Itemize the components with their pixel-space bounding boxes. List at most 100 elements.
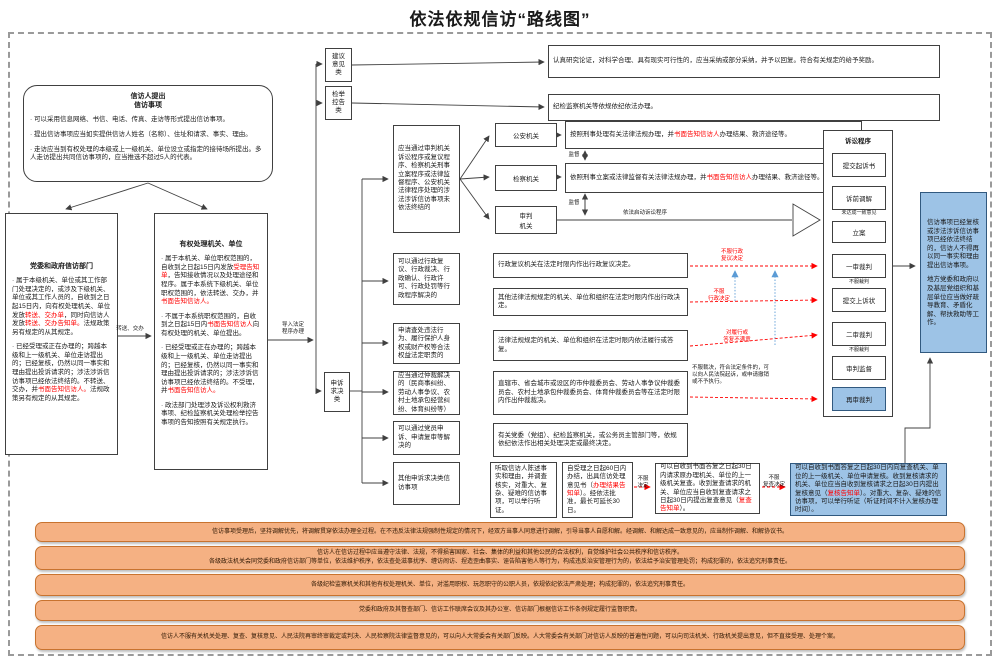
party-rule-1: · 属于本级机关、单位或其工作部门处理决定的，或涉及下级机关、单位或其工作人员的… [12, 277, 111, 337]
litigation-condition-box: 应当通过审判机关诉讼程序或复议程序、检察机关刑事立案程序或法律监督程序、公安机关… [393, 125, 460, 233]
authority-box: 有权处理机关、单位 · 属于本机关、单位职权范围的，自收到之日起15日内发放受理… [154, 213, 268, 470]
text-segment: · 已经受理或正在办理的；跨越本级和上一级机关、单位走访提出的；已经复核，仍然以… [12, 343, 110, 394]
no-recheck-label: 不服 复查决定 [762, 475, 785, 489]
condition-admin-review: 可以通过行政复议、行政裁决、行政确认、行政许可、行政处罚等行政程序解决的 [393, 253, 460, 305]
text-segment-red: 书面告知信访人 [674, 130, 720, 138]
text-segment: 依照刑事立案或法律监督有关法律法规办理，并 [570, 173, 707, 181]
no-award-label: 不服裁决，符合法定条件的，可以向人民法院起诉，或申请撤销或不予执行。 [692, 365, 770, 386]
procedure-title: 诉讼程序 [845, 138, 871, 145]
text-segment-red: 书面告知信访人 [207, 321, 253, 329]
authority-rule-4: · 政法部门处理涉及诉讼权利救济事项、纪检监察机关处理检举控告事项的告知按照有关… [161, 401, 259, 427]
step-submit-appeal: 提交上诉状 [832, 288, 886, 312]
court-organ-box: 审判 机关 [495, 206, 557, 234]
step-retrial: 再审裁判 [832, 387, 886, 411]
import-procedure-label: 导入法定 程序办理 [281, 322, 304, 336]
authority-rule-1: · 属于本机关、单位职权范围的，自收到之日起15日内发放受理告知单，告知接收情况… [161, 255, 261, 306]
note-supervision: 党委和政府及其督查部门、信访工作联席会议及其办公室、信访部门根据信访工作条例规定… [35, 600, 965, 621]
final-rule-1: 信访事项已经复核或涉法涉诉信访事项已经依法终结的，信访人不得再以同一事实和理由提… [927, 219, 979, 269]
petitioner-rule-1: · 可以采用信息网络、书信、电话、传真、走访等形式提出信访事项。 [30, 116, 229, 124]
no-opinion-label: 不服 决定 [637, 476, 649, 490]
text-segment: ）。经依法批准，最长可延长30日。 [567, 490, 620, 514]
party-box-title: 党委和政府信访部门 [30, 263, 93, 270]
text-segment: ，告知接收情况以及处理途径和程序。属于本系统下级机关、单位职权范围的，依法转送、… [161, 272, 259, 297]
procuratorate-box: 检察机关 [495, 165, 557, 191]
step-trial-supervision: 审判监督 [832, 356, 886, 380]
text-segment: · 属于本级机关、单位或其工作部门处理决定的，或涉及下级机关、单位或其工作人员的… [12, 277, 111, 319]
text-segment: 可以自收到书面答复之日起30日内向复查机关、单位的上一级机关、单位申请复核。收到… [795, 464, 939, 497]
text-segment-red: 转送、交办单 [25, 311, 64, 319]
procuratorate-result-box: 依照刑事立案或法律监督有关法律法规办理，并书面告知信访人办理结果、救济途径等。 [565, 163, 862, 193]
dissent-label-1: 不服裁判 [848, 279, 869, 285]
step-pretrial-mediation: 诉前调解 [832, 186, 886, 210]
chain-review-box: 可以自收到书面答复之日起30日内向复查机关、单位的上一级机关、单位申请复核。收到… [790, 463, 947, 516]
suggestion-result-box: 认真研究论证，对科学合理、具有现实可行性的，应当采纳或部分采纳，并予以回复。符合… [548, 45, 940, 78]
no-agreement-label: 未达成一致意见 [841, 210, 877, 216]
result-admin-review: 行政复议机关在法定时限内作出行政复议决定。 [493, 253, 688, 278]
result-party-appeal: 有关党委（党组）、纪检监察机关，或公务员主管部门等，依规依纪依法作出相关处理决定… [493, 423, 688, 457]
chain-recheck-box: 可以自收到书面答复之日起30日内请求原办理机关、单位的上一级机关复查。收到复查请… [655, 463, 760, 514]
text-segment: 向有权处理的机关、单位提出。 [161, 321, 260, 337]
petitioner-rule-3: · 走访应当到有权处理的本级或上一级机关、单位设立或指定的接待场所提出。多人走访… [30, 145, 262, 162]
step-first-instance: 一审裁判 [832, 254, 886, 278]
final-rule-2: 地方党委和政府以及基层党组织和基层单位应当做好疏导教育、矛盾化解、帮扶救助等工作… [927, 276, 979, 327]
text-segment: · 已经受理或正在办理的；跨越本级和上一级机关、单位走访提出的；已经复核，仍然以… [161, 344, 259, 395]
authority-rule-3: · 已经受理或正在办理的；跨越本级和上一级机关、单位走访提出的；已经复核，仍然以… [161, 344, 261, 395]
supervise-label-1: 监督 [568, 152, 580, 158]
no-review-label: 不服行政 复议决定 [720, 249, 743, 263]
police-organ-box: 公安机关 [495, 123, 557, 147]
condition-other-appeal: 其他申诉求决类信访事项 [393, 462, 460, 505]
start-litigation-label: 依法启动诉讼程序 [622, 210, 667, 216]
no-decision-label: 不服 行政决定 [707, 289, 730, 303]
text-segment: 按照刑事处理有关法律法规办理，并 [570, 130, 674, 138]
transfer-label: 转送、交办 [116, 326, 144, 332]
chain-hearing-box: 听取信访人陈述事实和理由，并调查核实，对重大、复杂、疑难的信访事项，可以举行听证… [490, 462, 557, 518]
condition-party-appeal: 可以通过党员申诉、申请复审等解决的 [393, 421, 460, 455]
category-suggestion-box: 建议 意见 类 [325, 48, 352, 82]
chain-recheck-text: 可以自收到书面答复之日起30日内请求原办理机关、单位的上一级机关复查。收到复查请… [660, 463, 755, 514]
text-segment: ，同时向信访人发放 [12, 311, 110, 328]
petitioner-box-title: 信访人提出 信访事项 [130, 93, 166, 110]
text-segment: 可以自收到书面答复之日起30日内请求原办理机关、单位的上一级机关复查。收到复查请… [660, 463, 752, 504]
page-title: 依法依规信访“路线图” [409, 10, 591, 29]
final-rule-panel: 信访事项已经复核或涉法涉诉信访事项已经依法终结的，信访人不得再以同一事实和理由提… [920, 192, 987, 353]
note-mediation: 信访事项受理后，坚持调解优先，将调解贯穿依法办理全过程。在不违反法律法规强制性规… [35, 522, 965, 542]
note-discipline: 各级纪检监察机关和其他有权处理机关、单位，对滥用职权、玩忽职守的公职人员，依规依… [35, 574, 965, 596]
condition-investigate: 申请查处违法行为、履行保护人身权或财产权等合法权益法定职责的 [393, 323, 460, 364]
text-segment-red: 受理告知单 [161, 263, 260, 280]
no-perform-label: 对履行或 答复不满意 [723, 330, 751, 344]
authority-box-title: 有权处理机关、单位 [179, 241, 243, 248]
result-arbitration: 直辖市、省会城市或设区的市仲裁委员会、劳动人事争议仲裁委员会、农村土地承包仲裁委… [493, 371, 688, 415]
authority-rule-2: · 不属于本系统职权范围的，自收到之日起15日内书面告知信访人向有权处理的机关、… [161, 313, 261, 339]
text-segment-red: 书面告知信访人。 [167, 387, 220, 395]
text-segment: · 属于本机关、单位职权范围的，自收到之日起15日内发放 [161, 255, 256, 271]
supervise-label-2: 监督 [568, 200, 580, 206]
petitioner-box: 信访人提出 信访事项 · 可以采用信息网络、书信、电话、传真、走访等形式提出信访… [23, 85, 273, 182]
category-appeal-box: 申诉 求决 类 [324, 372, 350, 412]
result-perform-reply: 法律法规规定的机关、单位和组织在法定时限内依法履行或答复。 [493, 330, 688, 361]
text-segment-red: 书面告知信访人 [706, 173, 753, 181]
chain-60day-box: 自受理之日起60日内办结，出具信访处理意见书（办理结果告知单）。经依法批准，最长… [562, 462, 633, 518]
category-report-box: 检举 控告 类 [325, 86, 352, 120]
text-segment: 自受理之日起60日内办结，出具信访处理意见书（ [567, 464, 627, 489]
petitioner-rule-2: · 提出信访事项应当如实提供信访人姓名（名称）、住址和请求、事实、理由。 [30, 131, 252, 139]
text-segment-red: 复核告知单 [827, 489, 861, 497]
party-committee-box: 党委和政府信访部门 · 属于本级机关、单位或其工作部门处理决定的，或涉及下级机关… [5, 213, 118, 455]
result-admin-decision: 其他法律法规规定的机关、单位和组织在法定时限内作出行政决定。 [493, 288, 688, 316]
police-result-box: 按照刑事处理有关法律法规办理，并书面告知信访人办理结果、救济途径等。 [565, 121, 862, 149]
step-second-instance: 二审裁判 [832, 322, 886, 346]
text-segment: 法规政策另有规定的从其规定。 [12, 386, 110, 402]
text-segment: 法规政策另有规定的从其规定。 [12, 320, 110, 336]
report-result-box: 纪检监察机关等依规依纪依法办理。 [548, 94, 940, 121]
text-segment: · 不属于本系统职权范围的，自收到之日起15日内 [161, 312, 256, 329]
chain-60day-text: 自受理之日起60日内办结，出具信访处理意见书（办理结果告知单）。经依法批准，最长… [567, 465, 628, 516]
text-segment-red: 复查告知单 [660, 496, 752, 513]
text-segment: 办理结果、救济途径等。 [752, 173, 824, 181]
text-segment-red: 转送、交办告知单。 [25, 320, 84, 328]
dissent-label-2: 不服裁判 [848, 347, 869, 353]
note-npc: 信访人不服有关机关处理、复查、复核意见、人民法院再审终审裁定或判决、人民检察院法… [35, 625, 965, 650]
text-segment: ）。 [679, 505, 690, 513]
step-case-filing: 立案 [832, 221, 886, 243]
text-segment: 办理结果、救济途径等。 [719, 130, 792, 138]
